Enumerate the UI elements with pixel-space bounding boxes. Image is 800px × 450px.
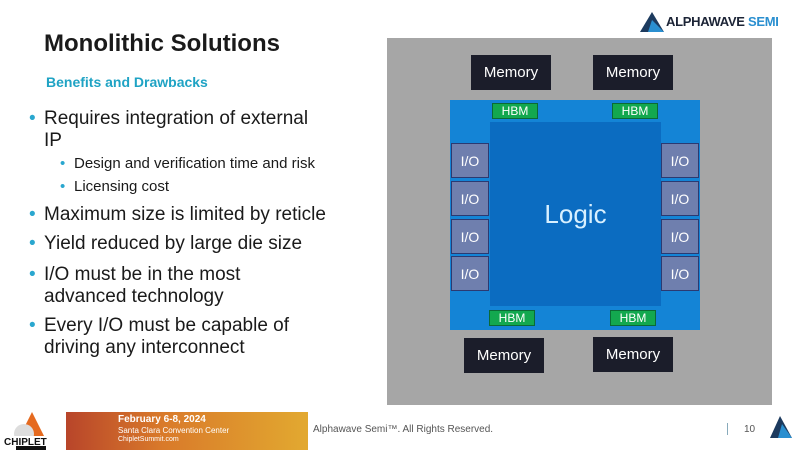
svg-text:CHIPLET: CHIPLET (4, 437, 47, 448)
event-date: February 6-8, 2024 (118, 414, 206, 425)
chiplet-summit-logo: CHIPLET (2, 412, 47, 450)
sub-bullet-item: •Licensing cost (60, 178, 170, 195)
io-block: I/O (451, 256, 489, 291)
hbm-block: HBM (492, 103, 538, 119)
company-logo: ALPHAWAVE SEMI (666, 14, 779, 30)
page-title: Monolithic Solutions (44, 30, 280, 57)
hbm-block: HBM (610, 310, 656, 326)
company-logo-name: ALPHAWAVE (666, 14, 745, 29)
sub-bullet-item: •Design and verification time and risk (60, 155, 315, 172)
copyright: Alphawave Semi™. All Rights Reserved. (313, 424, 494, 435)
io-block: I/O (661, 256, 699, 291)
io-block: I/O (451, 143, 489, 178)
alphawave-logo-icon (770, 416, 792, 438)
memory-block: Memory (471, 55, 551, 90)
page-subtitle: Benefits and Drawbacks (46, 74, 208, 90)
io-block: I/O (451, 181, 489, 216)
event-site: ChipletSummit.com (118, 436, 179, 443)
memory-block: Memory (464, 338, 544, 373)
alphawave-logo-icon (640, 12, 664, 32)
io-block: I/O (661, 143, 699, 178)
event-venue: Santa Clara Convention Center (118, 426, 230, 435)
io-block: I/O (661, 219, 699, 254)
logic-block: Logic (490, 122, 661, 306)
bullet-item: •Yield reduced by large die size (29, 233, 303, 254)
hbm-block: HBM (612, 103, 658, 119)
bullet-item: •Maximum size is limited by reticle (29, 204, 326, 225)
hbm-block: HBM (489, 310, 535, 326)
io-block: I/O (451, 219, 489, 254)
company-logo-suffix: SEMI (748, 14, 779, 29)
memory-block: Memory (593, 337, 673, 372)
io-block: I/O (661, 181, 699, 216)
page-number: 10 (744, 424, 756, 435)
divider (727, 423, 728, 435)
memory-block: Memory (593, 55, 673, 90)
event-banner: February 6-8, 2024 Santa Clara Conventio… (66, 412, 308, 450)
